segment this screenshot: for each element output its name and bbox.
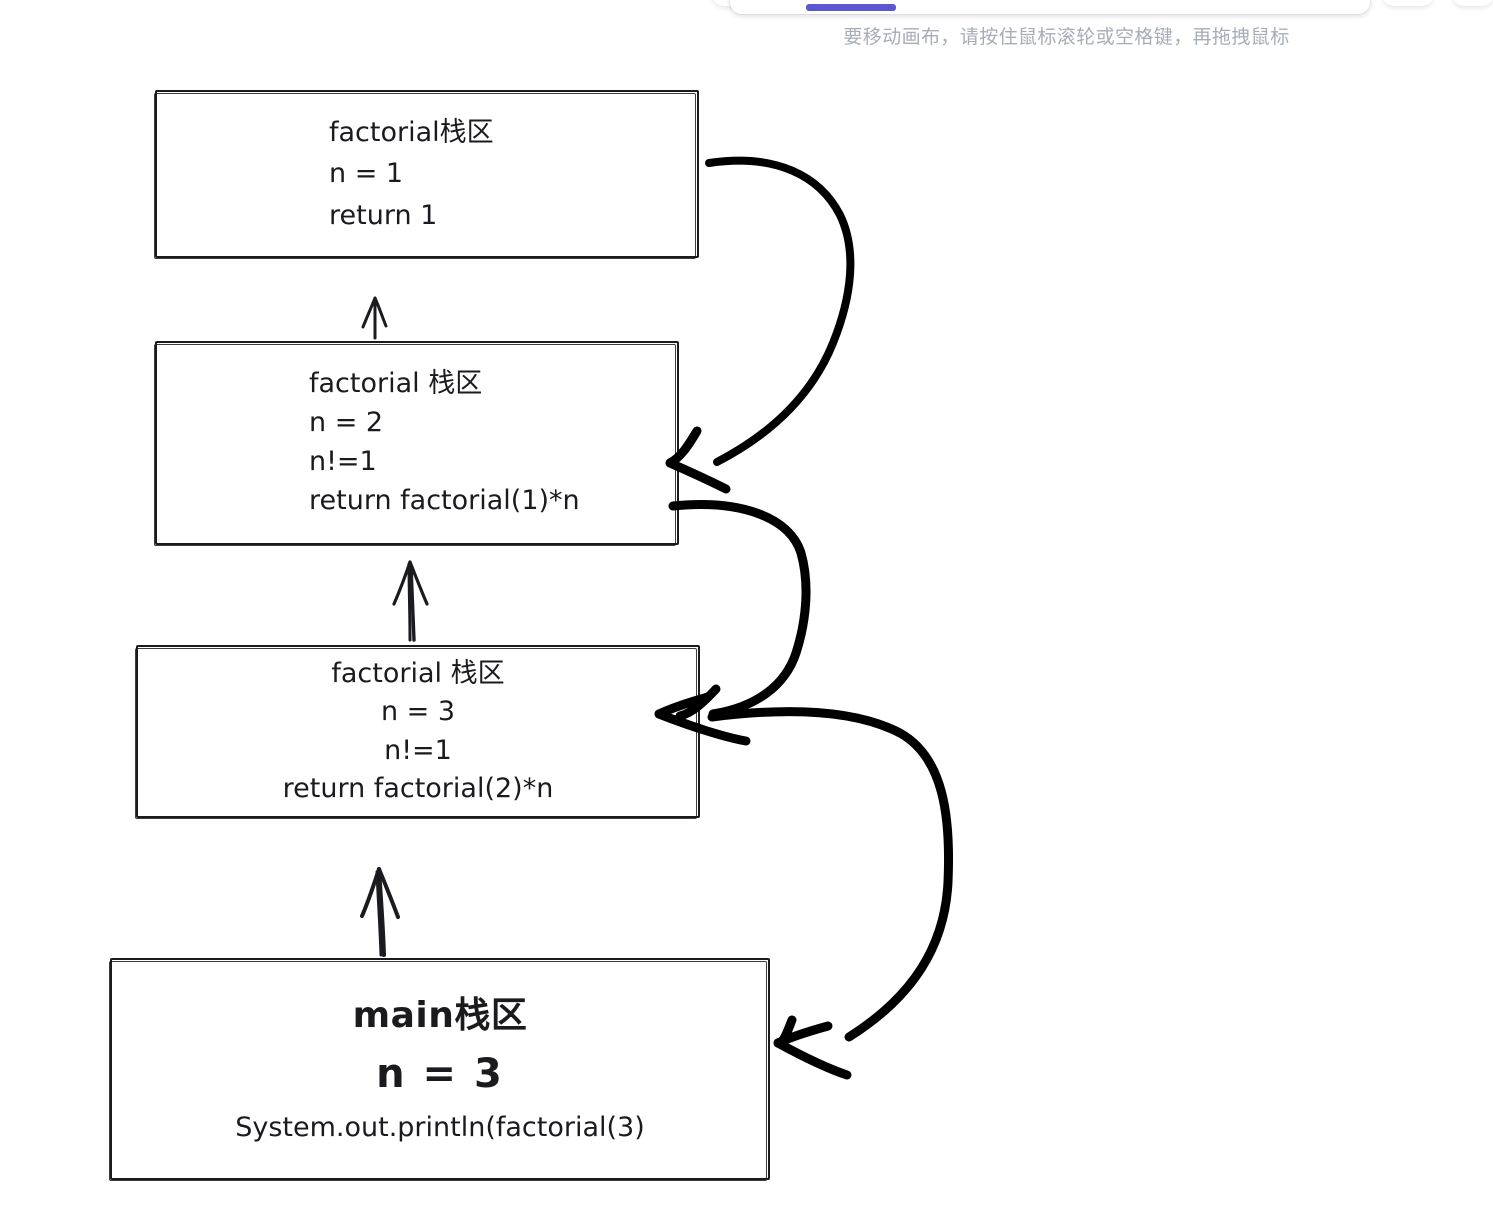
arrow-call-factorial-3-to-factorial-2	[392, 560, 429, 642]
stack-frame-main[interactable]: main栈区 n = 3 System.out.println(factoria…	[109, 958, 770, 1181]
toolbar-active-tool-indicator[interactable]	[806, 4, 896, 11]
frame-line-cond: n!=1	[309, 446, 377, 477]
stack-frame-main-text: main栈区 n = 3 System.out.println(factoria…	[112, 960, 768, 1178]
stack-frame-factorial-1[interactable]: factorial栈区 n = 1 return 1	[154, 90, 699, 259]
stack-frame-factorial-2[interactable]: factorial 栈区 n = 2 n!=1 return factorial…	[154, 341, 679, 546]
stack-frame-factorial-3-text: factorial 栈区 n = 3 n!=1 return factorial…	[138, 647, 698, 816]
frame-line-cond: n!=1	[384, 734, 452, 766]
frame-line-title: factorial 栈区	[309, 368, 483, 400]
frame-line-n: n = 1	[329, 158, 404, 190]
frame-line-return: return factorial(1)*n	[309, 484, 580, 516]
frame-line-n: n = 2	[309, 407, 384, 439]
stack-frame-factorial-2-text: factorial 栈区 n = 2 n!=1 return factorial…	[157, 343, 829, 543]
arrow-call-main-to-factorial-3	[360, 867, 400, 957]
frame-line-title: factorial 栈区	[331, 657, 505, 689]
toolbar[interactable]	[730, 0, 1370, 14]
frame-line-n: n = 3	[380, 696, 456, 728]
frame-line-print: System.out.println(factorial(3)	[235, 1111, 645, 1143]
frame-line-title: main栈区	[352, 995, 528, 1037]
stack-frame-factorial-3[interactable]: factorial 栈区 n = 3 n!=1 return factorial…	[135, 645, 700, 819]
frame-line-n: n = 3	[376, 1050, 504, 1097]
stack-frame-factorial-1-text: factorial栈区 n = 1 return 1	[157, 92, 869, 256]
frame-line-title: factorial栈区	[329, 117, 494, 149]
frame-line-return: return 1	[329, 199, 438, 231]
toolbar-ghost-button-far-right[interactable]	[1452, 0, 1493, 6]
toolbar-ghost-button-right[interactable]	[1382, 0, 1434, 6]
arrow-call-factorial-2-to-factorial-1	[361, 296, 388, 340]
canvas-pan-hint: 要移动画布，请按住鼠标滚轮或空格键，再拖拽鼠标	[843, 27, 1290, 48]
frame-line-return: return factorial(2)*n	[282, 772, 554, 804]
